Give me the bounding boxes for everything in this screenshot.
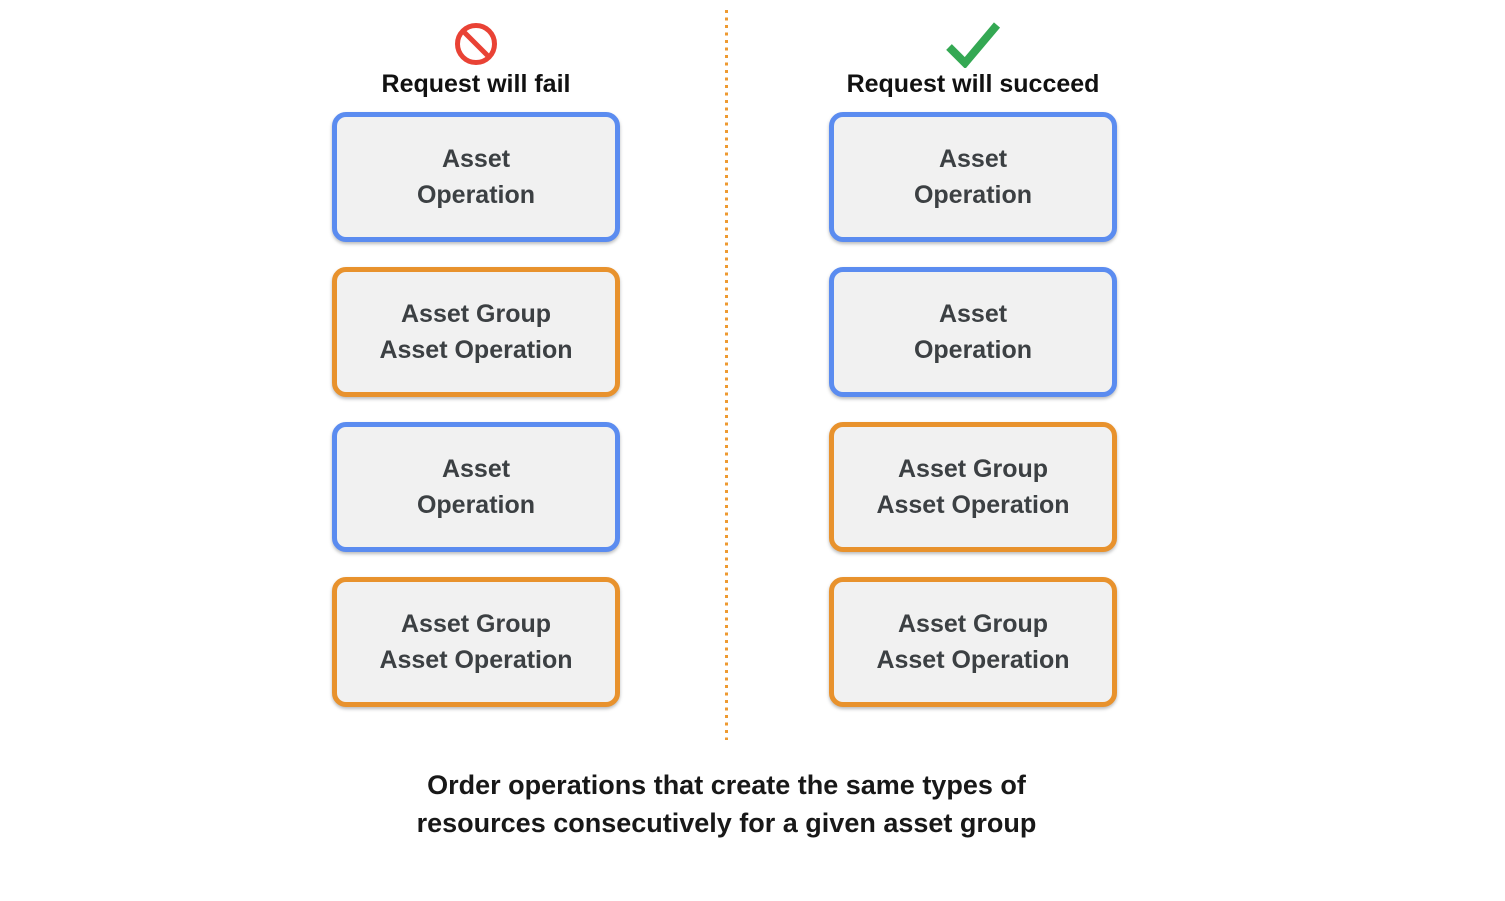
dotted-divider [725, 10, 728, 740]
box-label-line: Asset Operation [876, 646, 1070, 674]
succeed-column: Request will succeed Asset Operation Ass… [829, 0, 1117, 732]
box-label-line: Asset [441, 145, 511, 173]
succeed-box-list: Asset Operation Asset Operation Asset Gr… [829, 112, 1117, 732]
box-label-line: Asset Operation [379, 336, 573, 364]
fail-column: Request will fail Asset Operation Asset … [332, 0, 620, 732]
box-label-line: Operation [416, 181, 536, 209]
asset-group-asset-operation-box: Asset Group Asset Operation [332, 577, 620, 707]
fail-box-list: Asset Operation Asset Group Asset Operat… [332, 112, 620, 732]
succeed-column-title: Request will succeed [846, 70, 1100, 98]
asset-group-asset-operation-box: Asset Group Asset Operation [829, 422, 1117, 552]
box-label-line: Operation [416, 491, 536, 519]
box-label-line: Operation [913, 181, 1033, 209]
box-label-line: Asset Operation [379, 646, 573, 674]
caption-line: resources consecutively for a given asse… [416, 808, 1037, 838]
fail-column-title: Request will fail [381, 70, 571, 98]
box-label-line: Asset Operation [876, 491, 1070, 519]
box-label-line: Asset Group [897, 455, 1049, 483]
box-label-line: Asset Group [897, 610, 1049, 638]
asset-operation-box: Asset Operation [829, 112, 1117, 242]
checkmark-icon [944, 20, 1002, 68]
asset-group-asset-operation-box: Asset Group Asset Operation [332, 267, 620, 397]
asset-group-asset-operation-box: Asset Group Asset Operation [829, 577, 1117, 707]
box-label-line: Asset Group [400, 610, 552, 638]
asset-operation-box: Asset Operation [332, 422, 620, 552]
caption: Order operations that create the same ty… [0, 766, 1453, 842]
asset-operation-box: Asset Operation [829, 267, 1117, 397]
asset-operation-box: Asset Operation [332, 112, 620, 242]
box-label-line: Operation [913, 336, 1033, 364]
box-label-line: Asset [938, 300, 1008, 328]
caption-line: Order operations that create the same ty… [427, 770, 1026, 800]
box-label-line: Asset Group [400, 300, 552, 328]
prohibition-icon [453, 20, 499, 68]
box-label-line: Asset [938, 145, 1008, 173]
box-label-line: Asset [441, 455, 511, 483]
